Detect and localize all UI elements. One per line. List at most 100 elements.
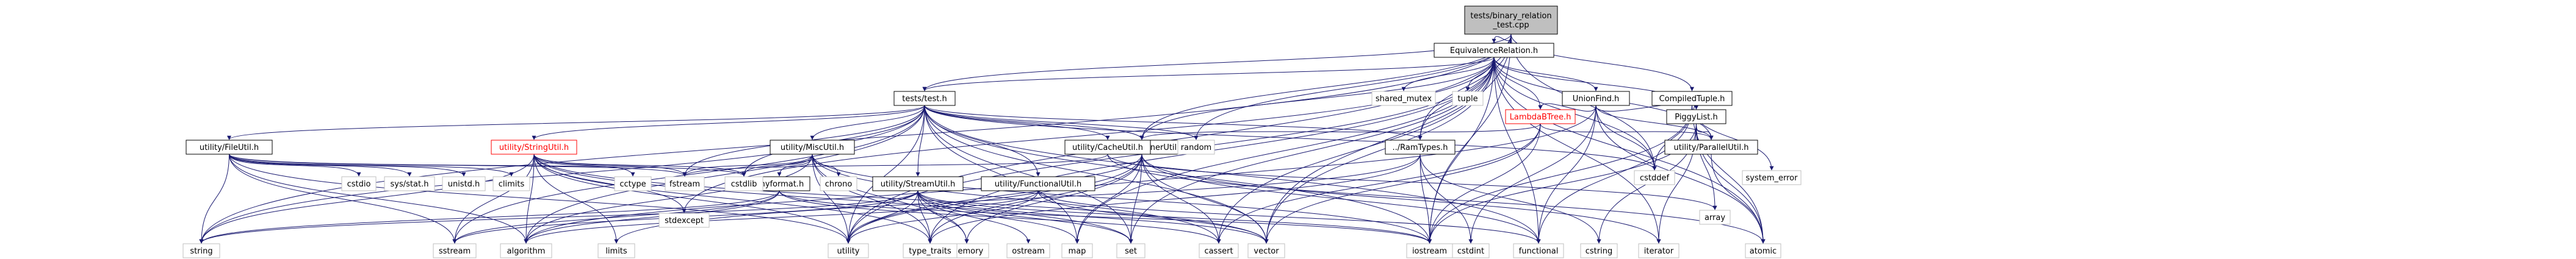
edge-root-to-test: [922, 34, 1512, 91]
node-label: tuple: [1457, 94, 1477, 104]
node-box: [1651, 91, 1733, 106]
edge-lt-to-vector: [1264, 123, 1541, 244]
node-stu[interactable]: utility/StreamUtil.h: [872, 176, 964, 191]
node-box: [492, 176, 530, 191]
node-limits: limits: [597, 243, 635, 258]
node-label: cstdio: [347, 180, 371, 189]
node-box: [491, 140, 577, 155]
node-label: cstring: [1586, 247, 1612, 256]
node-pu[interactable]: utility/ParallelUtil.h: [1664, 140, 1758, 155]
node-label: limits: [605, 247, 627, 256]
node-box: [1434, 43, 1554, 58]
edge-er-to-lt: [1493, 57, 1543, 110]
edge-ram-to-cstdint: [1420, 154, 1473, 244]
node-label: vector: [1254, 247, 1279, 256]
edge-su-to-cctype: [533, 154, 635, 177]
node-box: [1452, 91, 1484, 106]
edge-er-to-functional: [1493, 57, 1541, 244]
node-box: [1247, 243, 1285, 258]
node-box: [770, 140, 855, 155]
edge-ram-to-limits: [614, 154, 1421, 244]
node-su[interactable]: utility/StringUtil.h: [491, 140, 577, 155]
node-tf[interactable]: tinyformat.h: [748, 176, 810, 191]
edge-tf-to-iostream: [779, 190, 1432, 244]
node-cu[interactable]: utility/CacheUtil.h: [1064, 140, 1151, 155]
node-label: sys/stat.h: [391, 180, 429, 189]
node-box: [1699, 210, 1731, 225]
edge-mu-to-iostream: [812, 154, 1432, 244]
edge-tf-to-algorithm: [524, 190, 780, 244]
edge-cu-to-fstream: [682, 154, 1108, 177]
edge-mu-to-cstdlib: [741, 154, 813, 177]
edge-funu-to-algorithm: [524, 190, 1039, 244]
node-fstream: fstream: [665, 176, 705, 191]
node-box: [903, 243, 958, 258]
edge-mu-to-utility: [812, 154, 851, 244]
edge-su-to-vector: [533, 154, 1269, 244]
edge-uf-to-atomic: [1595, 105, 1766, 244]
edge-tf-to-sstream: [452, 190, 780, 244]
node-label: set: [1125, 247, 1137, 256]
node-chrono: chrono: [820, 176, 857, 191]
node-fu[interactable]: utility/FileUtil.h: [186, 140, 273, 155]
node-ct[interactable]: CompiledTuple.h: [1651, 91, 1733, 106]
node-root[interactable]: tests/binary_relation_test.cpp: [1464, 5, 1558, 35]
node-box: [597, 243, 635, 258]
edge-er-to-iostream: [1427, 57, 1495, 244]
node-random: random: [1177, 140, 1215, 155]
edge-stu-to-vector: [917, 190, 1269, 244]
node-label: utility/ParallelUtil.h: [1674, 143, 1749, 152]
node-box: [614, 176, 652, 191]
node-ram[interactable]: ../RamTypes.h: [1385, 140, 1456, 155]
edge-er-to-atomic: [1493, 57, 1766, 244]
node-mu[interactable]: utility/MiscUtil.h: [770, 140, 855, 155]
node-cctype: cctype: [614, 176, 652, 191]
edge-tf-to-string: [199, 190, 780, 244]
node-label: type_traits: [909, 247, 951, 256]
node-box: [433, 243, 477, 258]
edge-cu-to-array: [1107, 154, 1717, 210]
node-climits: climits: [492, 176, 530, 191]
node-uf[interactable]: UnionFind.h: [1562, 91, 1630, 106]
node-box: [1513, 243, 1564, 258]
edge-stu-to-string: [199, 190, 918, 244]
node-box: [820, 176, 857, 191]
node-box: [1061, 243, 1093, 258]
edge-er-to-uf: [1493, 57, 1598, 91]
node-box: [1580, 243, 1618, 258]
node-test[interactable]: tests/test.h: [893, 91, 956, 106]
edge-test-to-iostream: [924, 105, 1432, 244]
node-box: [872, 176, 964, 191]
edge-funu-to-utility: [846, 190, 1039, 244]
edge-lt-to-cassert: [1216, 123, 1541, 244]
edge-fu-to-cstdlib: [229, 154, 746, 177]
node-label: tests/test.h: [902, 94, 947, 104]
node-label: ../RamTypes.h: [1392, 143, 1448, 152]
edge-test-to-utility: [846, 105, 925, 244]
node-cstdlib: cstdlib: [724, 176, 763, 191]
node-label: utility: [837, 247, 860, 256]
node-box: [1006, 243, 1050, 258]
node-algorithm: algorithm: [500, 243, 552, 258]
node-er[interactable]: EquivalenceRelation.h: [1434, 43, 1554, 58]
node-box: [341, 176, 377, 191]
node-atomic: atomic: [1745, 243, 1781, 258]
node-lt[interactable]: LambdaBTree.h: [1505, 109, 1576, 124]
node-label: cassert: [1204, 247, 1233, 256]
node-iostream: iostream: [1406, 243, 1453, 258]
edge-test-to-cstddef: [924, 105, 1657, 171]
edge-cont-to-iterator: [1141, 154, 1661, 244]
edge-test-to-funu: [924, 105, 1041, 177]
node-pl[interactable]: PiggyList.h: [1666, 109, 1726, 124]
node-box: [665, 176, 705, 191]
node-box: [1064, 140, 1151, 155]
edge-er-to-iterator: [1493, 57, 1661, 244]
edge-pl-to-pu: [1696, 123, 1714, 140]
edge-test-to-algorithm: [524, 105, 925, 244]
node-funu[interactable]: utility/FunctionalUtil.h: [981, 176, 1095, 191]
node-box: [1664, 140, 1758, 155]
node-box: [1116, 243, 1145, 258]
edge-mu-to-fstream: [682, 154, 813, 177]
node-label: utility/FunctionalUtil.h: [995, 180, 1081, 189]
